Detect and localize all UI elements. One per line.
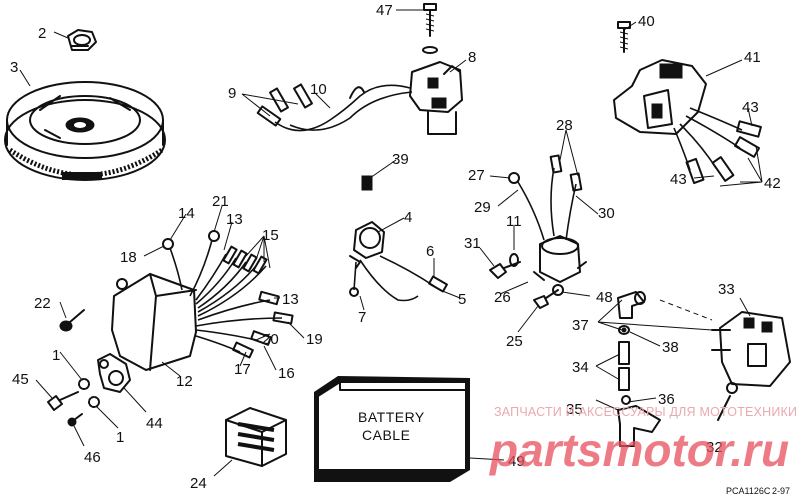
wire-harness-9-10 xyxy=(256,83,413,132)
callout-46: 46 xyxy=(84,449,101,466)
callout-34: 34 xyxy=(572,359,589,376)
callout-25: 25 xyxy=(506,333,523,350)
elbow-37-part xyxy=(617,291,646,319)
callout-8: 8 xyxy=(468,49,476,66)
callout-10: 10 xyxy=(310,81,327,98)
callout-37: 37 xyxy=(572,317,589,334)
callout-39: 39 xyxy=(392,151,409,168)
bolt-45-part xyxy=(47,391,79,411)
battery-cable-box xyxy=(314,376,470,482)
callout-28: 28 xyxy=(556,117,573,134)
callout-43-lower: 43 xyxy=(670,171,687,188)
callout-33: 33 xyxy=(718,281,735,298)
flywheel-part xyxy=(4,81,166,181)
callout-43: 43 xyxy=(742,99,759,116)
callout-31: 31 xyxy=(464,235,481,252)
screw-22-part xyxy=(59,309,85,332)
callout-13: 13 xyxy=(226,211,243,228)
callout-48: 48 xyxy=(596,289,613,306)
callout-35: 35 xyxy=(566,401,583,418)
screw-39-part xyxy=(361,175,373,191)
callout-38: 38 xyxy=(662,339,679,356)
bolt-31-part xyxy=(489,261,521,279)
callout-44: 44 xyxy=(146,415,163,432)
sleeve-38-part xyxy=(618,325,630,335)
callout-24: 24 xyxy=(190,475,207,492)
callout-21: 21 xyxy=(212,193,229,210)
callout-22: 22 xyxy=(34,295,51,312)
callout-27: 27 xyxy=(468,167,485,184)
callout-16: 16 xyxy=(278,365,295,382)
screw-46-part xyxy=(67,413,83,427)
callout-11: 11 xyxy=(506,213,522,230)
callout-42: 42 xyxy=(764,175,781,192)
callout-2: 2 xyxy=(38,25,46,42)
callout-19: 19 xyxy=(306,331,323,348)
sensor-4-part xyxy=(349,221,448,302)
revision-code: 2-97 xyxy=(772,486,790,496)
callout-1: 1 xyxy=(52,347,60,364)
callout-49: 49 xyxy=(508,453,525,470)
callout-13-lower: 13 xyxy=(282,291,299,308)
callout-17: 17 xyxy=(234,361,251,378)
battery-label: BATTERY xyxy=(358,409,425,425)
callout-7: 7 xyxy=(358,309,366,326)
ignition-coil-41-part xyxy=(613,59,762,185)
tube-34-part xyxy=(618,341,630,391)
clamp-44-part xyxy=(97,353,131,393)
watermark-caption: ЗАПЧАСТИ И АКСЕССУАРЫ ДЛЯ МОТОТЕХНИКИ xyxy=(494,405,797,419)
rectifier-33-part xyxy=(711,311,791,387)
callout-36: 36 xyxy=(658,391,675,408)
leader-lines xyxy=(19,9,763,477)
bolt-25-part xyxy=(533,289,559,309)
flywheel-nut-part xyxy=(67,29,97,51)
bracket-8-part xyxy=(409,61,463,135)
tee-35-36-part xyxy=(617,395,661,447)
callout-4: 4 xyxy=(404,209,412,226)
callout-40: 40 xyxy=(638,13,655,30)
screw-47-part xyxy=(422,3,438,54)
callout-5: 5 xyxy=(458,291,466,308)
callout-45: 45 xyxy=(12,371,29,388)
callout-32: 32 xyxy=(706,439,723,456)
callout-29: 29 xyxy=(474,199,491,216)
callout-26: 26 xyxy=(494,289,511,306)
power-pack-12-part xyxy=(111,230,294,371)
callout-12: 12 xyxy=(176,373,193,390)
washers-1-part xyxy=(78,378,100,408)
screw-40-part xyxy=(617,21,631,53)
callout-20: 20 xyxy=(262,331,279,348)
callout-1-lower: 1 xyxy=(116,429,124,446)
callout-47: 47 xyxy=(376,2,393,19)
callout-9: 9 xyxy=(228,85,236,102)
callout-6: 6 xyxy=(426,243,434,260)
watermark-logo: partsmotor.ru xyxy=(488,424,789,476)
callout-18: 18 xyxy=(120,249,137,266)
callout-3: 3 xyxy=(10,59,18,76)
cable-label: CABLE xyxy=(362,427,410,443)
callout-14: 14 xyxy=(178,205,195,222)
callout-15: 15 xyxy=(262,227,279,244)
callout-30: 30 xyxy=(598,205,615,222)
callout-numbers: 47 40 2 8 41 3 9 10 43 28 39 27 43 42 21… xyxy=(10,2,781,492)
washer-32-part xyxy=(717,382,738,421)
drawing-code: PCA1126C xyxy=(726,486,771,496)
callout-41: 41 xyxy=(744,49,761,66)
terminal-block-24-part xyxy=(225,407,287,467)
